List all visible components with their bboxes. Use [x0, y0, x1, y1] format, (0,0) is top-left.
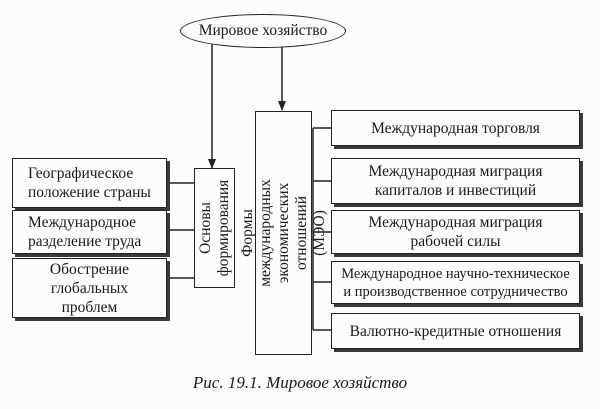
- root-label: Мировое хозяйство: [198, 22, 328, 39]
- factor-global-problems-label: Обострение глобальных проблем: [49, 260, 130, 316]
- form-labour-migration: Международная миграция рабочей силы: [331, 210, 580, 254]
- form-currency-credit: Валютно-кредитные отношения: [331, 313, 580, 349]
- factor-labour-division-label: Международное разделение труда: [28, 214, 142, 250]
- root-node: Мировое хозяйство: [180, 14, 346, 48]
- forms-label: Формы международных экономических отноше…: [238, 179, 328, 287]
- form-scientific-cooperation-label: Международное научно-техническое и произ…: [341, 265, 570, 300]
- foundations-label: Основы формирования: [196, 179, 232, 277]
- figure-caption: Рис. 19.1. Мировое хозяйство: [192, 373, 408, 392]
- factor-geography: Географическое положение страны: [12, 158, 167, 208]
- form-capital-migration: Международная миграция капиталов и инвес…: [331, 158, 580, 204]
- form-trade-label: Международная торговля: [371, 119, 540, 137]
- form-currency-credit-label: Валютно-кредитные отношения: [349, 322, 562, 340]
- form-labour-migration-label: Международная миграция рабочей силы: [368, 214, 543, 250]
- factor-geography-label: Географическое положение страны: [28, 165, 151, 201]
- connector-root-to-foundations: [184, 29, 216, 169]
- form-scientific-cooperation: Международное научно-техническое и произ…: [331, 261, 580, 304]
- forms-node: Формы международных экономических отноше…: [239, 111, 328, 355]
- factor-labour-division: Международное разделение труда: [12, 210, 167, 254]
- foundations-node: Основы формирования: [194, 168, 235, 288]
- factor-global-problems: Обострение глобальных проблем: [12, 258, 167, 318]
- form-capital-migration-label: Международная миграция капиталов и инвес…: [368, 163, 543, 199]
- form-trade: Международная торговля: [331, 110, 580, 146]
